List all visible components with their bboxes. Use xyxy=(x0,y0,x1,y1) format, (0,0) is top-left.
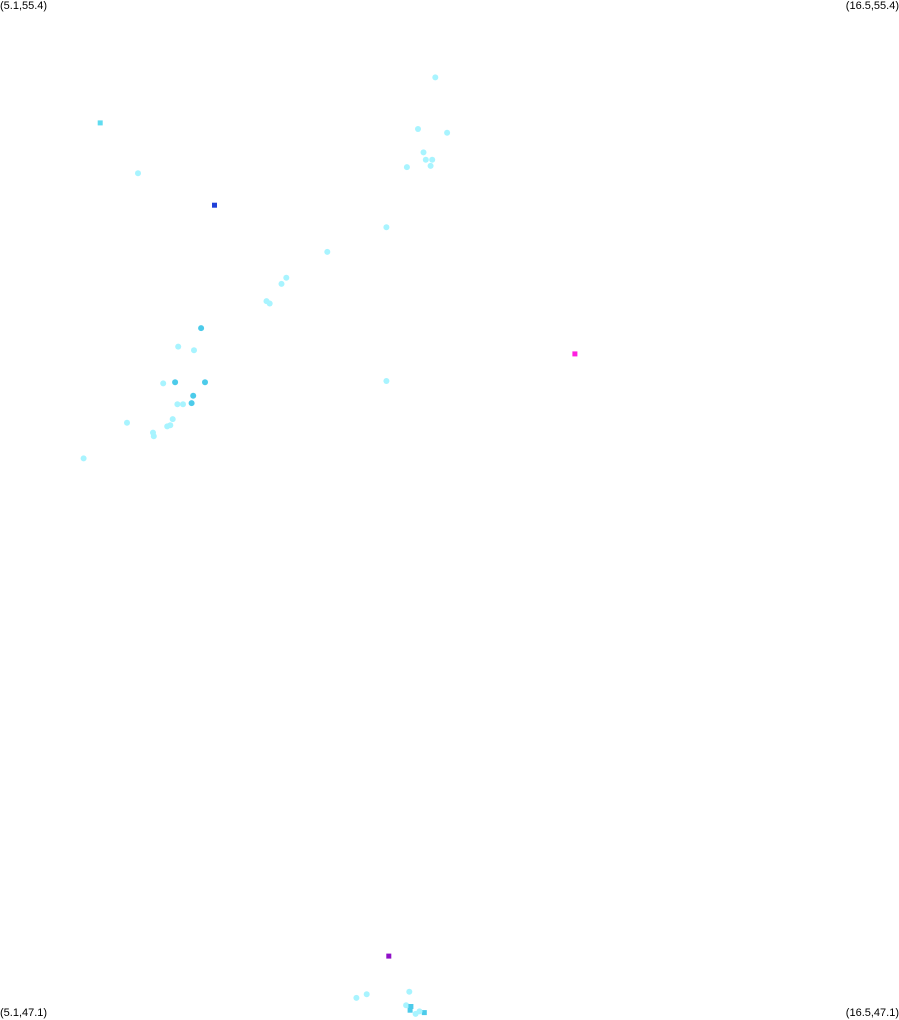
map-marker-3 xyxy=(160,380,167,387)
map-marker-40 xyxy=(403,1002,410,1009)
map-marker-17 xyxy=(198,325,205,332)
map-marker-15 xyxy=(202,379,208,386)
map-marker-28 xyxy=(432,74,439,81)
map-marker-27 xyxy=(403,164,410,171)
corner-label-top-left: (5.1,55.4) xyxy=(0,0,48,12)
map-marker-2 xyxy=(191,347,197,354)
map-marker-7 xyxy=(150,433,157,440)
map-marker-16 xyxy=(188,400,195,407)
map-marker-4 xyxy=(124,419,130,426)
map-marker-18 xyxy=(175,343,182,350)
map-marker-32 xyxy=(427,162,434,169)
map-marker-30 xyxy=(422,156,429,163)
map-marker-8 xyxy=(169,416,176,423)
map-marker-12 xyxy=(174,401,181,408)
map-marker-26 xyxy=(383,378,390,384)
map-marker-13 xyxy=(180,401,186,408)
corner-label-bottom-right: (16.5,47.1) xyxy=(845,1007,899,1019)
map-marker-34 xyxy=(415,126,421,132)
map-marker-43 xyxy=(421,1010,427,1016)
map-marker-45 xyxy=(412,1010,419,1017)
map-marker-42 xyxy=(407,1007,413,1013)
map-marker-1 xyxy=(135,170,141,177)
map-marker-39 xyxy=(406,988,413,995)
map-marker-11 xyxy=(172,379,179,386)
map-marker-29 xyxy=(420,149,427,156)
map-marker-37 xyxy=(363,991,370,998)
map-marker-24 xyxy=(324,248,331,255)
map-marker-35 xyxy=(572,351,578,357)
corner-label-bottom-left: (5.1,47.1) xyxy=(0,1007,48,1019)
map-marker-38 xyxy=(353,994,360,1001)
map-marker-0 xyxy=(97,120,103,126)
corner-label-top-right: (16.5,55.4) xyxy=(845,0,899,12)
map-marker-23 xyxy=(283,274,290,281)
map-marker-33 xyxy=(444,129,451,136)
map-marker-10 xyxy=(164,423,171,430)
map-marker-41 xyxy=(408,1004,414,1009)
map-marker-22 xyxy=(278,280,285,287)
map-marker-5 xyxy=(80,455,87,462)
map-marker-21 xyxy=(266,300,273,307)
map-marker-31 xyxy=(429,156,436,163)
map-marker-19 xyxy=(212,202,217,208)
map-marker-36 xyxy=(386,953,392,959)
map-marker-25 xyxy=(383,224,390,231)
map-marker-14 xyxy=(190,392,197,399)
